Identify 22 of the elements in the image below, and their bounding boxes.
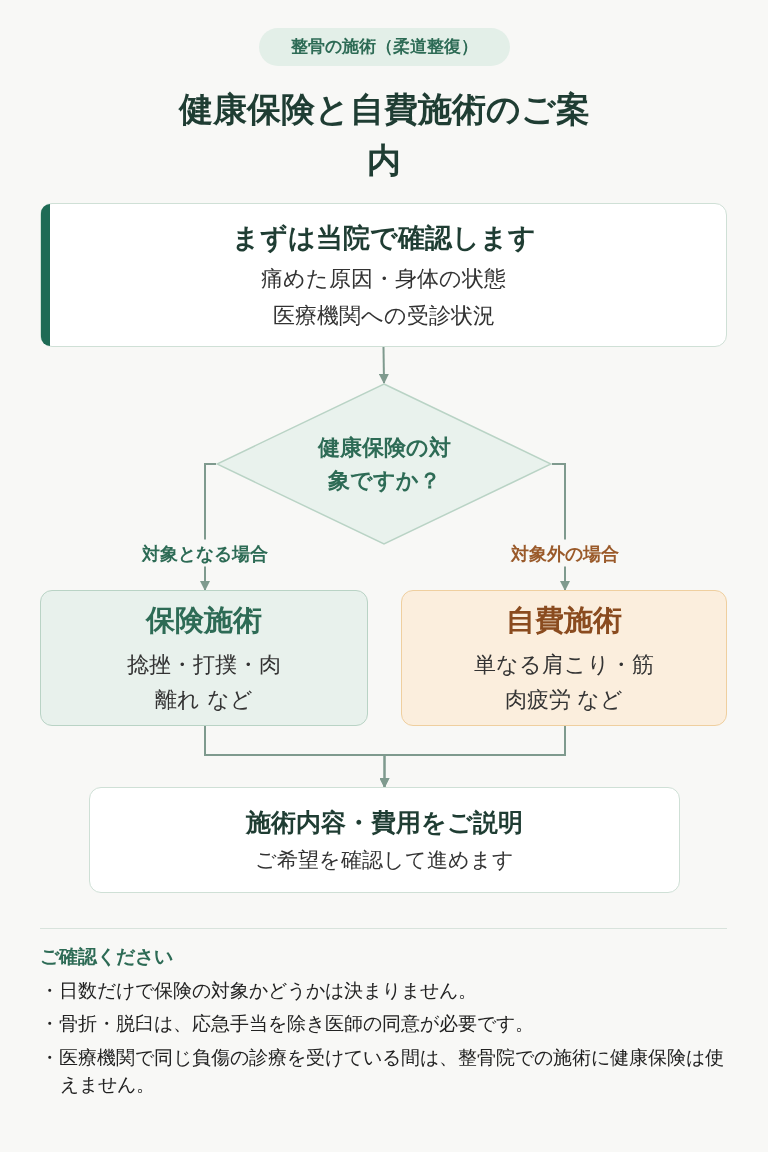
note-text: ・骨折・脱臼は、応急手当を除き医師の同意が必要です。 [40, 1011, 535, 1037]
process-box [89, 787, 680, 893]
box-text: ご希望を確認して進めます [255, 847, 514, 874]
box-text: 単なる肩こり・筋肉疲労 など [473, 650, 655, 714]
box-text: 痛めた原因・身体の状態 [261, 265, 506, 294]
note-text: ・日数だけで保険の対象かどうかは決まりません。 [40, 977, 478, 1003]
process-box [40, 590, 368, 726]
process-box [40, 203, 727, 347]
box-heading: 自費施術 [506, 602, 622, 640]
box-heading: 保険施術 [146, 602, 262, 640]
box-text: 医療機関への受診状況 [272, 302, 495, 331]
box-text: 捻挫・打撲・肉離れ など [126, 650, 282, 714]
decision-text: 健康保険の対象ですか？ [316, 434, 452, 495]
arrow [379, 725, 566, 788]
title: 健康保険と自費施術のご案内 [177, 88, 591, 182]
notes-heading: ご確認ください [40, 944, 174, 969]
box-heading: 施術内容・費用をご説明 [246, 806, 523, 839]
process-box [401, 590, 727, 726]
note-text: ・医療機関で同じ負傷の診療を受けている間は、整骨院での施術に健康保険は使えません。 [40, 1044, 725, 1098]
arrow [378, 346, 389, 384]
box-heading: まずは当院で確認します [231, 220, 536, 255]
category-badge: 整骨の施術（柔道整復） [258, 28, 510, 66]
